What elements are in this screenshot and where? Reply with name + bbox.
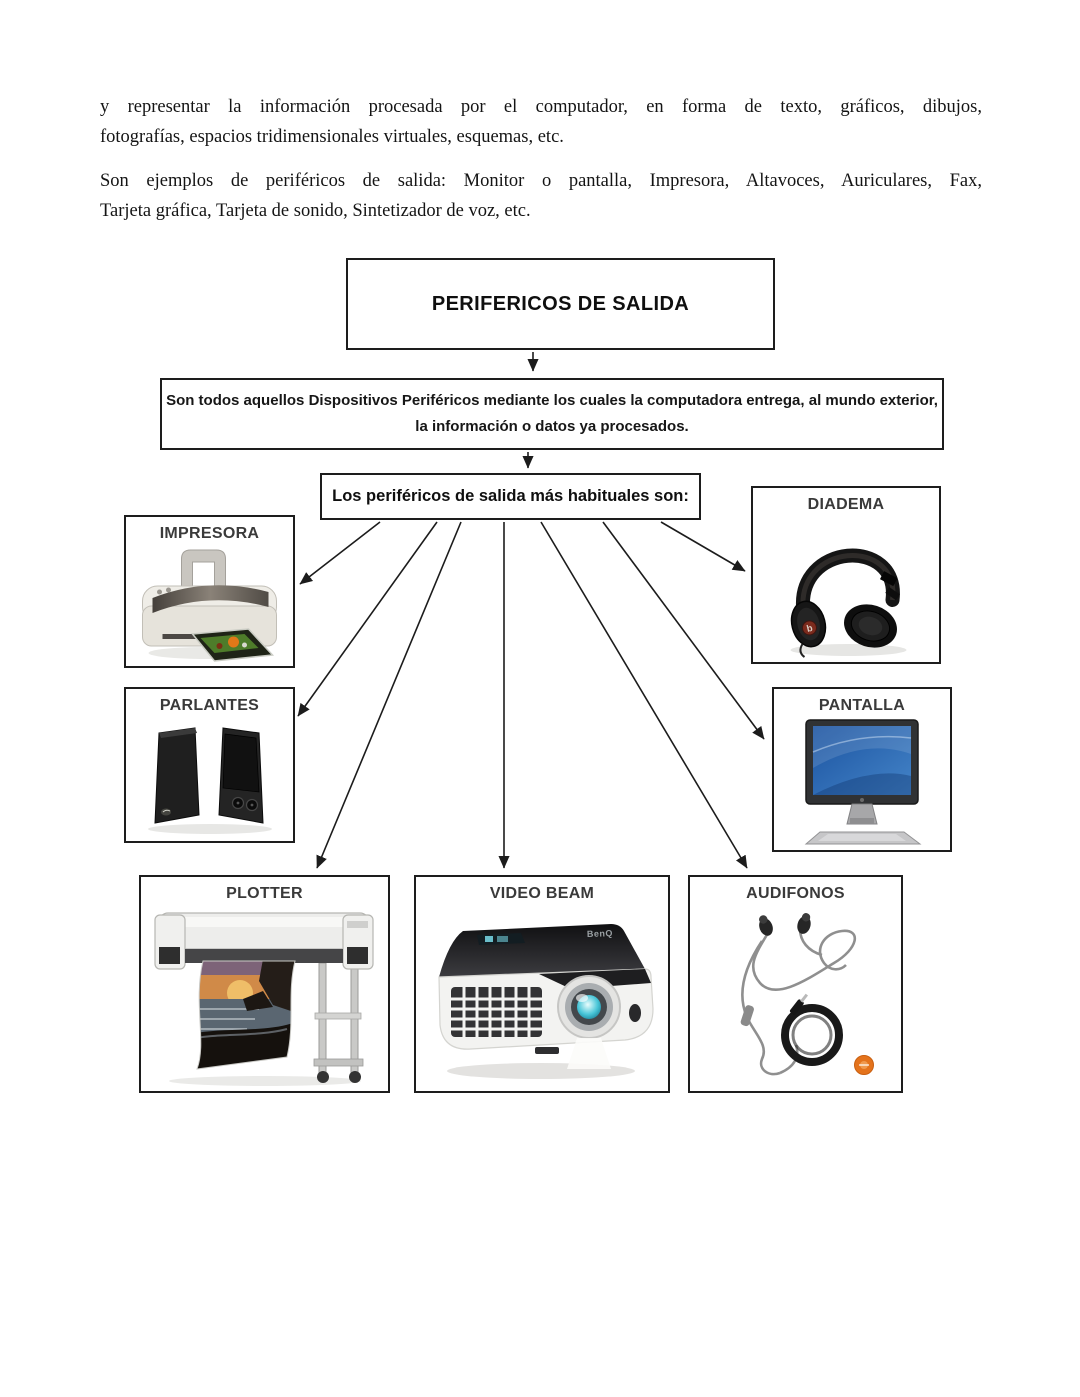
device-box-diadema: DIADEMA b xyxy=(751,486,941,664)
earbuds-icon xyxy=(740,913,874,1076)
device-label: AUDIFONOS xyxy=(746,885,845,902)
device-label: VIDEO BEAM xyxy=(489,885,595,902)
paragraph-1-line-2: fotografías, espacios tridimensionales v… xyxy=(100,127,564,147)
device-box-parlantes: PARLANTES xyxy=(124,687,295,843)
diagram-title: PERIFERICOS DE SALIDA xyxy=(431,292,690,315)
device-box-audifonos: AUDIFONOS xyxy=(688,875,903,1093)
paragraph-2-line-1: Son ejemplos de periféricos de salida: M… xyxy=(100,171,982,191)
body-text: y representar la información procesada p… xyxy=(100,92,982,226)
device-box-videobeam: VIDEO BEAM BenQ xyxy=(414,875,670,1093)
device-label: PANTALLA xyxy=(818,697,906,714)
paragraph-2-line-2: Tarjeta gráfica, Tarjeta de sonido, Sint… xyxy=(100,201,531,221)
description-line-1: Son todos aquellos Dispositivos Periféri… xyxy=(166,392,938,409)
device-label: IMPRESORA xyxy=(159,525,260,542)
device-box-impresora: IMPRESORA xyxy=(124,515,295,668)
plotter-icon xyxy=(153,912,374,1086)
diagram-subtitle: Los periféricos de salida más habituales… xyxy=(332,487,689,505)
projector-brand-text: BenQ xyxy=(587,928,613,939)
paragraph-1-line-1: y representar la información procesada p… xyxy=(100,97,982,117)
device-label: PLOTTER xyxy=(226,885,303,902)
diagram-title-box: PERIFERICOS DE SALIDA xyxy=(346,258,775,350)
diagram-description-box: Son todos aquellos Dispositivos Periféri… xyxy=(160,378,944,450)
headphone-badge-letter: b xyxy=(806,623,814,635)
device-box-plotter: PLOTTER xyxy=(139,875,390,1093)
description-line-2: la información o datos ya procesados. xyxy=(415,418,689,435)
device-label: PARLANTES xyxy=(159,697,260,714)
printer-icon xyxy=(141,549,277,662)
diagram-subtitle-box: Los periféricos de salida más habituales… xyxy=(320,473,701,520)
device-label: DIADEMA xyxy=(807,496,885,513)
headphones-icon: b xyxy=(790,548,907,658)
projector-icon: BenQ xyxy=(438,924,654,1079)
monitor-icon xyxy=(804,719,922,845)
device-box-pantalla: PANTALLA xyxy=(772,687,952,852)
speakers-icon xyxy=(147,727,272,834)
